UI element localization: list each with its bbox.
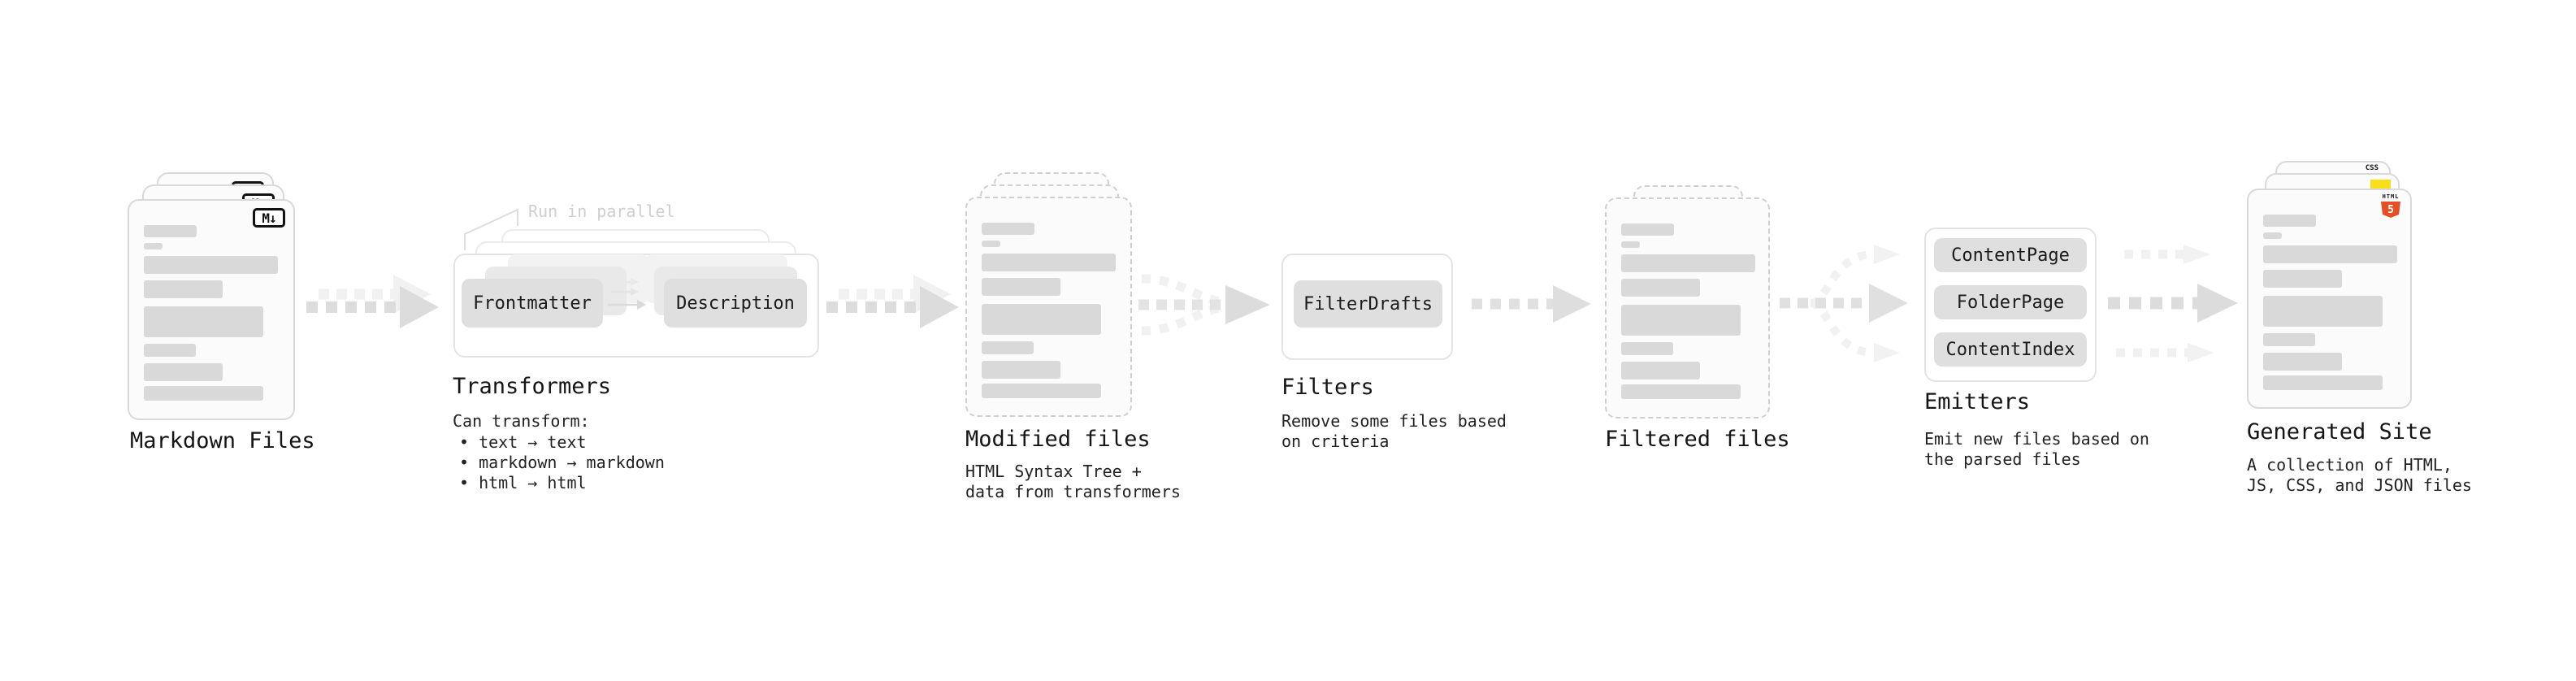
doc-content-bar bbox=[2263, 232, 2282, 239]
doc-content-bar bbox=[2263, 296, 2383, 327]
transformer-parallel-arrows bbox=[608, 278, 646, 310]
arrow-markdown-to-transformers bbox=[306, 275, 439, 328]
doc-content-bar bbox=[982, 361, 1060, 379]
doc-content-bar bbox=[1621, 362, 1700, 380]
run-in-parallel-annotation: Run in parallel bbox=[528, 202, 675, 221]
stage-title-modified-files: Modified files bbox=[965, 427, 1151, 452]
doc-content-bar bbox=[144, 256, 278, 274]
modified-files-subtitle: HTML Syntax Tree + data from transformer… bbox=[965, 462, 1181, 501]
doc-content-bar bbox=[2263, 333, 2315, 346]
doc-content-bar bbox=[2263, 245, 2397, 263]
html5-icon-word: HTML bbox=[2382, 193, 2400, 200]
doc-content-bar bbox=[144, 243, 163, 249]
doc-content-bar bbox=[1621, 342, 1673, 355]
bullet-item: • text → text bbox=[459, 432, 587, 452]
stage-title-generated-site: Generated Site bbox=[2247, 419, 2432, 445]
filters-subtitle: Remove some files based on criteria bbox=[1281, 411, 1507, 451]
doc-content-bar bbox=[982, 341, 1034, 354]
stage-title-emitters: Emitters bbox=[1924, 389, 2031, 414]
run-in-parallel-leader-line bbox=[464, 208, 518, 250]
bullet-item: • markdown → markdown bbox=[459, 453, 665, 472]
doc-content-bar bbox=[1621, 254, 1755, 272]
modified-doc-front bbox=[965, 197, 1132, 417]
arrow-modified-to-filters-merge bbox=[1138, 274, 1270, 336]
doc-content-bar bbox=[982, 304, 1101, 335]
arrow-transformers-to-modified bbox=[826, 275, 959, 328]
transformers-subtitle: Can transform: bbox=[453, 411, 590, 431]
arrow-filtered-to-emitters-fork bbox=[1780, 245, 1908, 362]
doc-content-bar bbox=[982, 254, 1116, 271]
doc-content-bar bbox=[982, 384, 1101, 398]
emitters-subtitle: Emit new files based on the parsed files bbox=[1924, 429, 2149, 469]
html5-icon: HTML 5 bbox=[2380, 193, 2401, 218]
stage-title-transformers: Transformers bbox=[453, 374, 612, 399]
doc-content-bar bbox=[2263, 375, 2383, 390]
transformers-bullet-list: • text → text • markdown → markdown • ht… bbox=[459, 432, 665, 493]
doc-content-bar bbox=[982, 241, 1000, 247]
doc-content-bar bbox=[1621, 305, 1741, 336]
doc-content-bar bbox=[2263, 270, 2342, 288]
folderpage-node: FolderPage bbox=[1934, 285, 2087, 319]
frontmatter-node: Frontmatter bbox=[462, 279, 603, 327]
contentindex-node: ContentIndex bbox=[1934, 332, 2087, 367]
filterdrafts-node: FilterDrafts bbox=[1294, 280, 1442, 327]
doc-content-bar bbox=[144, 344, 196, 357]
html5-icon-shield: 5 bbox=[2381, 202, 2400, 218]
doc-content-bar bbox=[982, 223, 1034, 235]
generated-site-subtitle: A collection of HTML, JS, CSS, and JSON … bbox=[2247, 455, 2472, 495]
js-icon bbox=[2370, 180, 2391, 189]
arrows-emitters-to-generated bbox=[2108, 245, 2238, 362]
doc-content-bar bbox=[144, 306, 263, 337]
doc-content-bar bbox=[144, 386, 263, 401]
bullet-item: • html → html bbox=[459, 473, 587, 492]
doc-content-bar bbox=[144, 280, 223, 298]
doc-content-bar bbox=[1621, 384, 1741, 399]
doc-content-bar bbox=[1621, 279, 1700, 297]
generated-doc-html: HTML 5 bbox=[2247, 189, 2412, 409]
doc-content-bar bbox=[1621, 223, 1674, 236]
stage-title-markdown-files: Markdown Files bbox=[130, 428, 315, 453]
arrow-filters-to-filtered bbox=[1472, 285, 1591, 323]
description-node: Description bbox=[664, 279, 807, 327]
doc-content-bar bbox=[2263, 215, 2316, 227]
doc-content-bar bbox=[144, 225, 197, 237]
doc-content-bar bbox=[144, 363, 223, 381]
stage-title-filters: Filters bbox=[1281, 375, 1374, 400]
doc-content-bar bbox=[2263, 353, 2342, 371]
markdown-icon: M↓ bbox=[253, 208, 285, 228]
contentpage-node: ContentPage bbox=[1934, 238, 2087, 272]
stage-title-filtered-files: Filtered files bbox=[1605, 427, 1790, 452]
markdown-doc-front: M↓ bbox=[128, 199, 295, 420]
doc-content-bar bbox=[1621, 241, 1640, 248]
filtered-doc-front bbox=[1605, 197, 1770, 419]
doc-content-bar bbox=[982, 278, 1060, 296]
